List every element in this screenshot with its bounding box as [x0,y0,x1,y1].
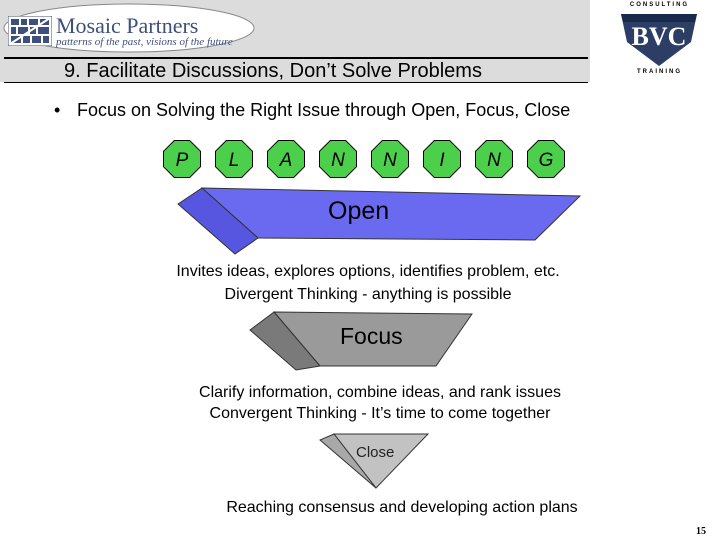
planning-letter-5: N [371,140,409,178]
close-stage-label: Close [356,444,395,461]
bvc-shield-icon: BVC [621,14,697,66]
focus-description-2: Convergent Thinking - It’s time to come … [209,405,551,422]
close-funnel-shape [319,433,430,489]
logo-oval [3,3,255,53]
bvc-letters: BVC [632,22,687,51]
bvc-brand-logo: CONSULTING BVC TRAINING [609,0,710,80]
planning-letter-text: A [279,150,293,171]
planning-letter-text: N [383,150,397,171]
logo-tagline: patterns of the past, visions of the fut… [56,36,233,48]
bullet-text: Focus on Solving the Right Issue through… [77,100,571,120]
planning-letter-6: I [423,140,461,178]
planning-letter-3: A [267,140,305,178]
planning-letter-7: N [475,140,513,178]
page-number: 15 [696,526,706,537]
bullet-symbol: • [54,100,61,120]
focus-description-1: Clarify information, combine ideas, and … [199,384,561,401]
planning-letter-text: N [331,150,345,171]
focus-funnel-shape [249,311,473,371]
close-description: Reaching consensus and developing action… [226,499,578,516]
planning-letter-text: G [539,150,554,171]
open-stage-label: Open [328,197,390,225]
open-funnel-shape [177,187,582,255]
planning-letter-text: N [487,150,501,171]
planning-letter-1: P [163,140,201,178]
focus-stage-label: Focus [340,323,403,349]
planning-letter-2: L [215,140,253,178]
planning-letter-8: G [527,140,565,178]
planning-letter-text: I [439,150,445,171]
brand-training-text: TRAINING [637,69,682,75]
page-title: 9. Facilitate Discussions, Don’t Solve P… [64,60,482,82]
brand-consulting-text: CONSULTING [629,2,690,8]
planning-letter-4: N [319,140,357,178]
logo-title: Mosaic Partners [56,13,199,38]
planning-letter-text: P [176,150,189,171]
open-description-1: Invites ideas, explores options, identif… [176,263,560,280]
open-description-2: Divergent Thinking - anything is possibl… [224,286,512,303]
planning-letter-text: L [229,150,240,171]
title-box [4,57,588,83]
mosaic-logo-icon [8,16,52,46]
